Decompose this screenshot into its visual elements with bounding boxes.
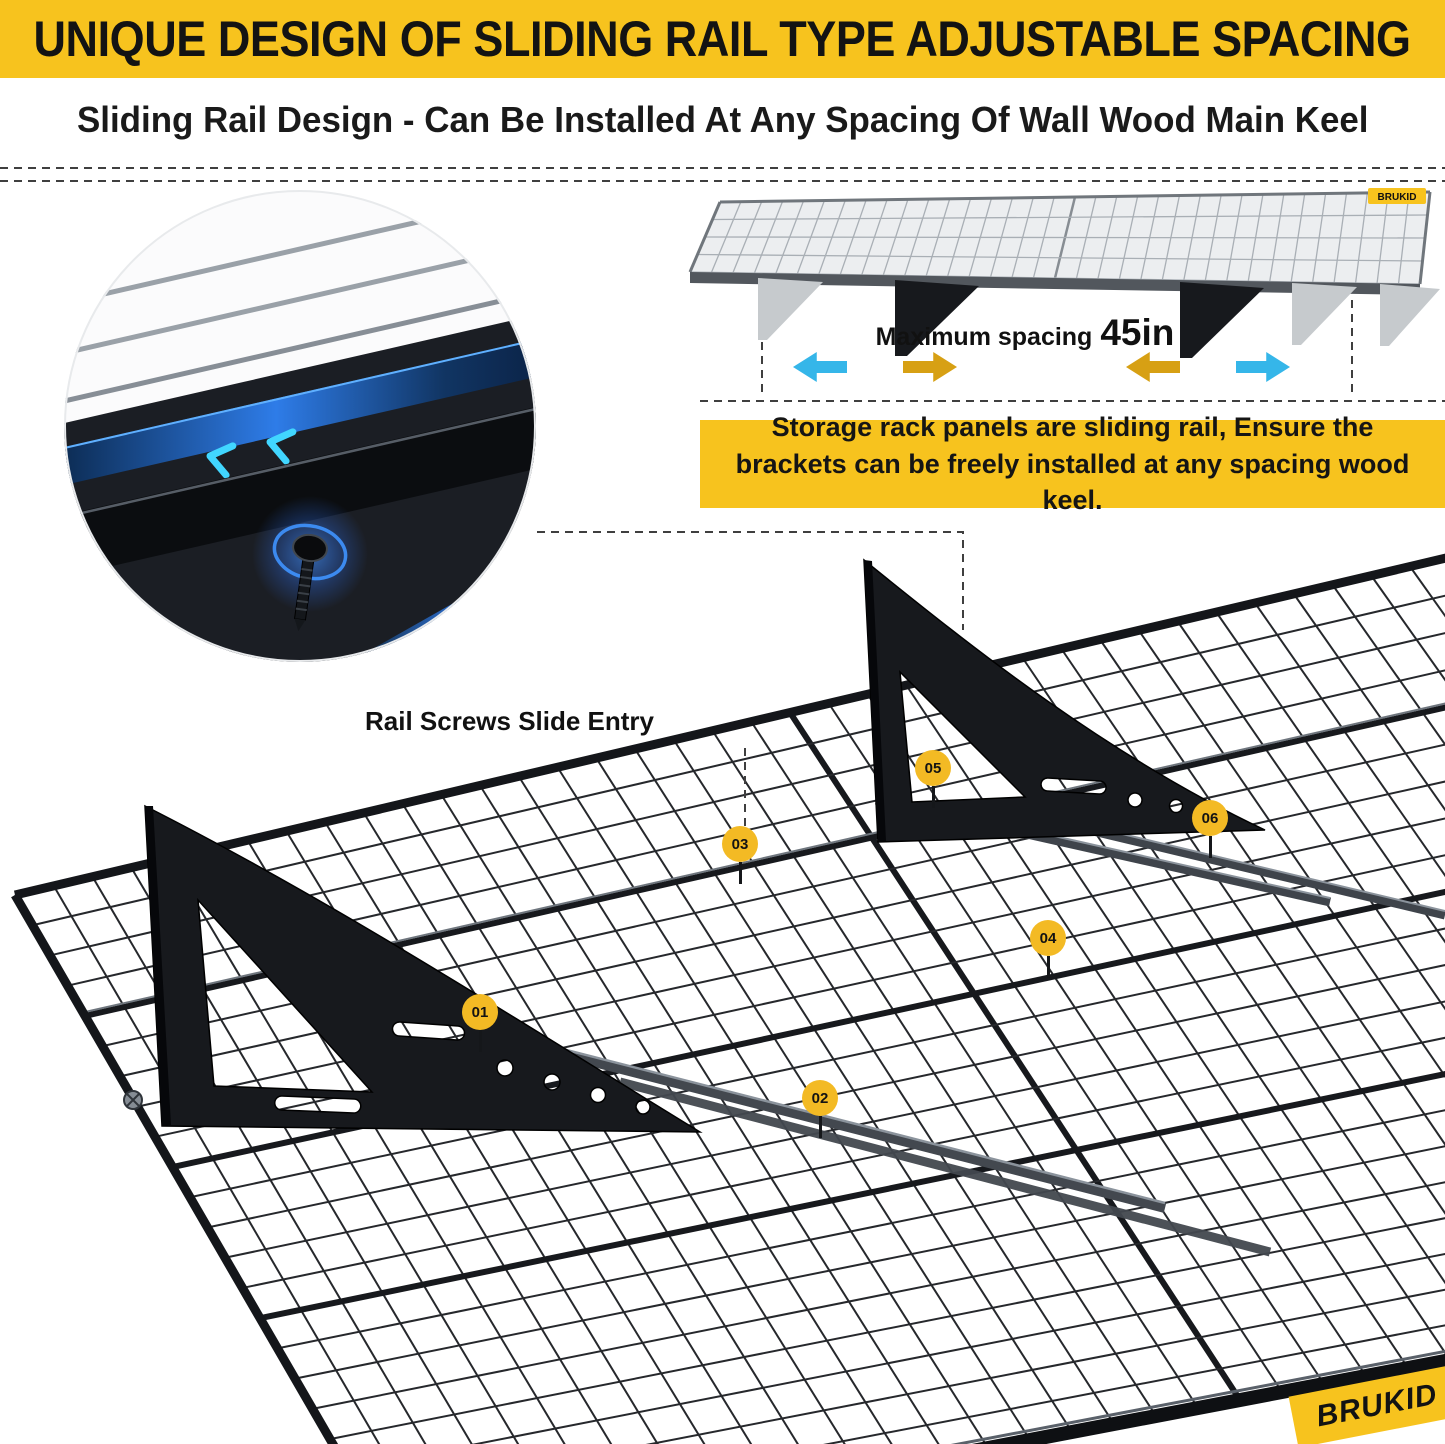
title-banner: UNIQUE DESIGN OF SLIDING RAIL TYPE ADJUS… xyxy=(0,0,1445,78)
sliding-rail-blue xyxy=(64,338,536,486)
wire xyxy=(64,241,536,357)
info-banner: Storage rack panels are sliding rail, En… xyxy=(700,412,1445,515)
part-badge: 04 xyxy=(1030,920,1066,956)
info-banner-text: Storage rack panels are sliding rail, En… xyxy=(735,412,1410,516)
sliding-rail-bar xyxy=(498,1033,1167,1213)
wire-grid xyxy=(14,557,1445,1444)
front-edge-highlight xyxy=(950,1349,1445,1444)
left-end-frame xyxy=(11,892,339,1444)
chevron-left-icon xyxy=(206,442,237,479)
badge-pointer xyxy=(932,786,935,808)
front-edge-frame xyxy=(971,1353,1445,1444)
mini-shelf-frame xyxy=(688,190,1432,285)
sliding-rail-bar-highlight xyxy=(499,1031,1166,1205)
part-badge: 02 xyxy=(802,1080,838,1116)
brand-tag-label: BRUKID xyxy=(1378,192,1417,203)
wall-bracket-left-plate xyxy=(145,806,171,1126)
callout-ring xyxy=(64,190,536,662)
rail-screw-icon xyxy=(292,533,328,632)
max-spacing-value: 45in xyxy=(1100,312,1175,353)
subtitle: Sliding Rail Design - Can Be Installed A… xyxy=(0,78,1445,162)
frame-bar xyxy=(64,406,536,578)
max-spacing-label: Maximum spacing xyxy=(875,323,1093,351)
spacing-diagram-illustration: BRUKID xyxy=(688,188,1440,358)
wall-bracket-left xyxy=(144,804,703,1133)
badge-pointer xyxy=(479,1030,482,1052)
frame-screw-icon xyxy=(123,1090,143,1110)
subtitle-text: Sliding Rail Design - Can Be Installed A… xyxy=(76,99,1369,140)
chevron-left-icon xyxy=(456,608,483,635)
wall-edge-frame xyxy=(13,553,1445,900)
rail-screws-label: Rail Screws Slide Entry xyxy=(365,706,655,736)
sliding-rail-bar xyxy=(618,1077,1272,1257)
badge-pointer xyxy=(819,1116,822,1138)
frame-bar-highlight xyxy=(64,406,536,520)
part-badge: 05 xyxy=(915,750,951,786)
rack-frame-and-brackets xyxy=(11,553,1445,1444)
mini-bracket xyxy=(895,280,979,356)
mini-bracket-ghost xyxy=(758,278,823,340)
part-badge: 03 xyxy=(722,826,758,862)
rail-edge-highlight xyxy=(64,338,536,450)
zoom-callout xyxy=(60,186,540,666)
wall-bracket-right-plate xyxy=(864,560,886,842)
rail-closeup-illustration xyxy=(64,190,536,662)
brand-tag xyxy=(1368,188,1426,204)
page-title: UNIQUE DESIGN OF SLIDING RAIL TYPE ADJUS… xyxy=(33,11,1412,67)
part-badge: 06 xyxy=(1192,800,1228,836)
wire xyxy=(64,289,536,405)
chevron-left-icon xyxy=(266,428,297,465)
badge-pointer xyxy=(1047,956,1050,978)
badge-pointer xyxy=(739,862,742,884)
part-badge: 01 xyxy=(462,994,498,1030)
mini-bracket-ghost xyxy=(1292,283,1357,345)
badge-pointer xyxy=(1209,836,1212,858)
mini-bracket xyxy=(1180,282,1264,358)
mini-bracket-ghost xyxy=(1380,284,1440,346)
